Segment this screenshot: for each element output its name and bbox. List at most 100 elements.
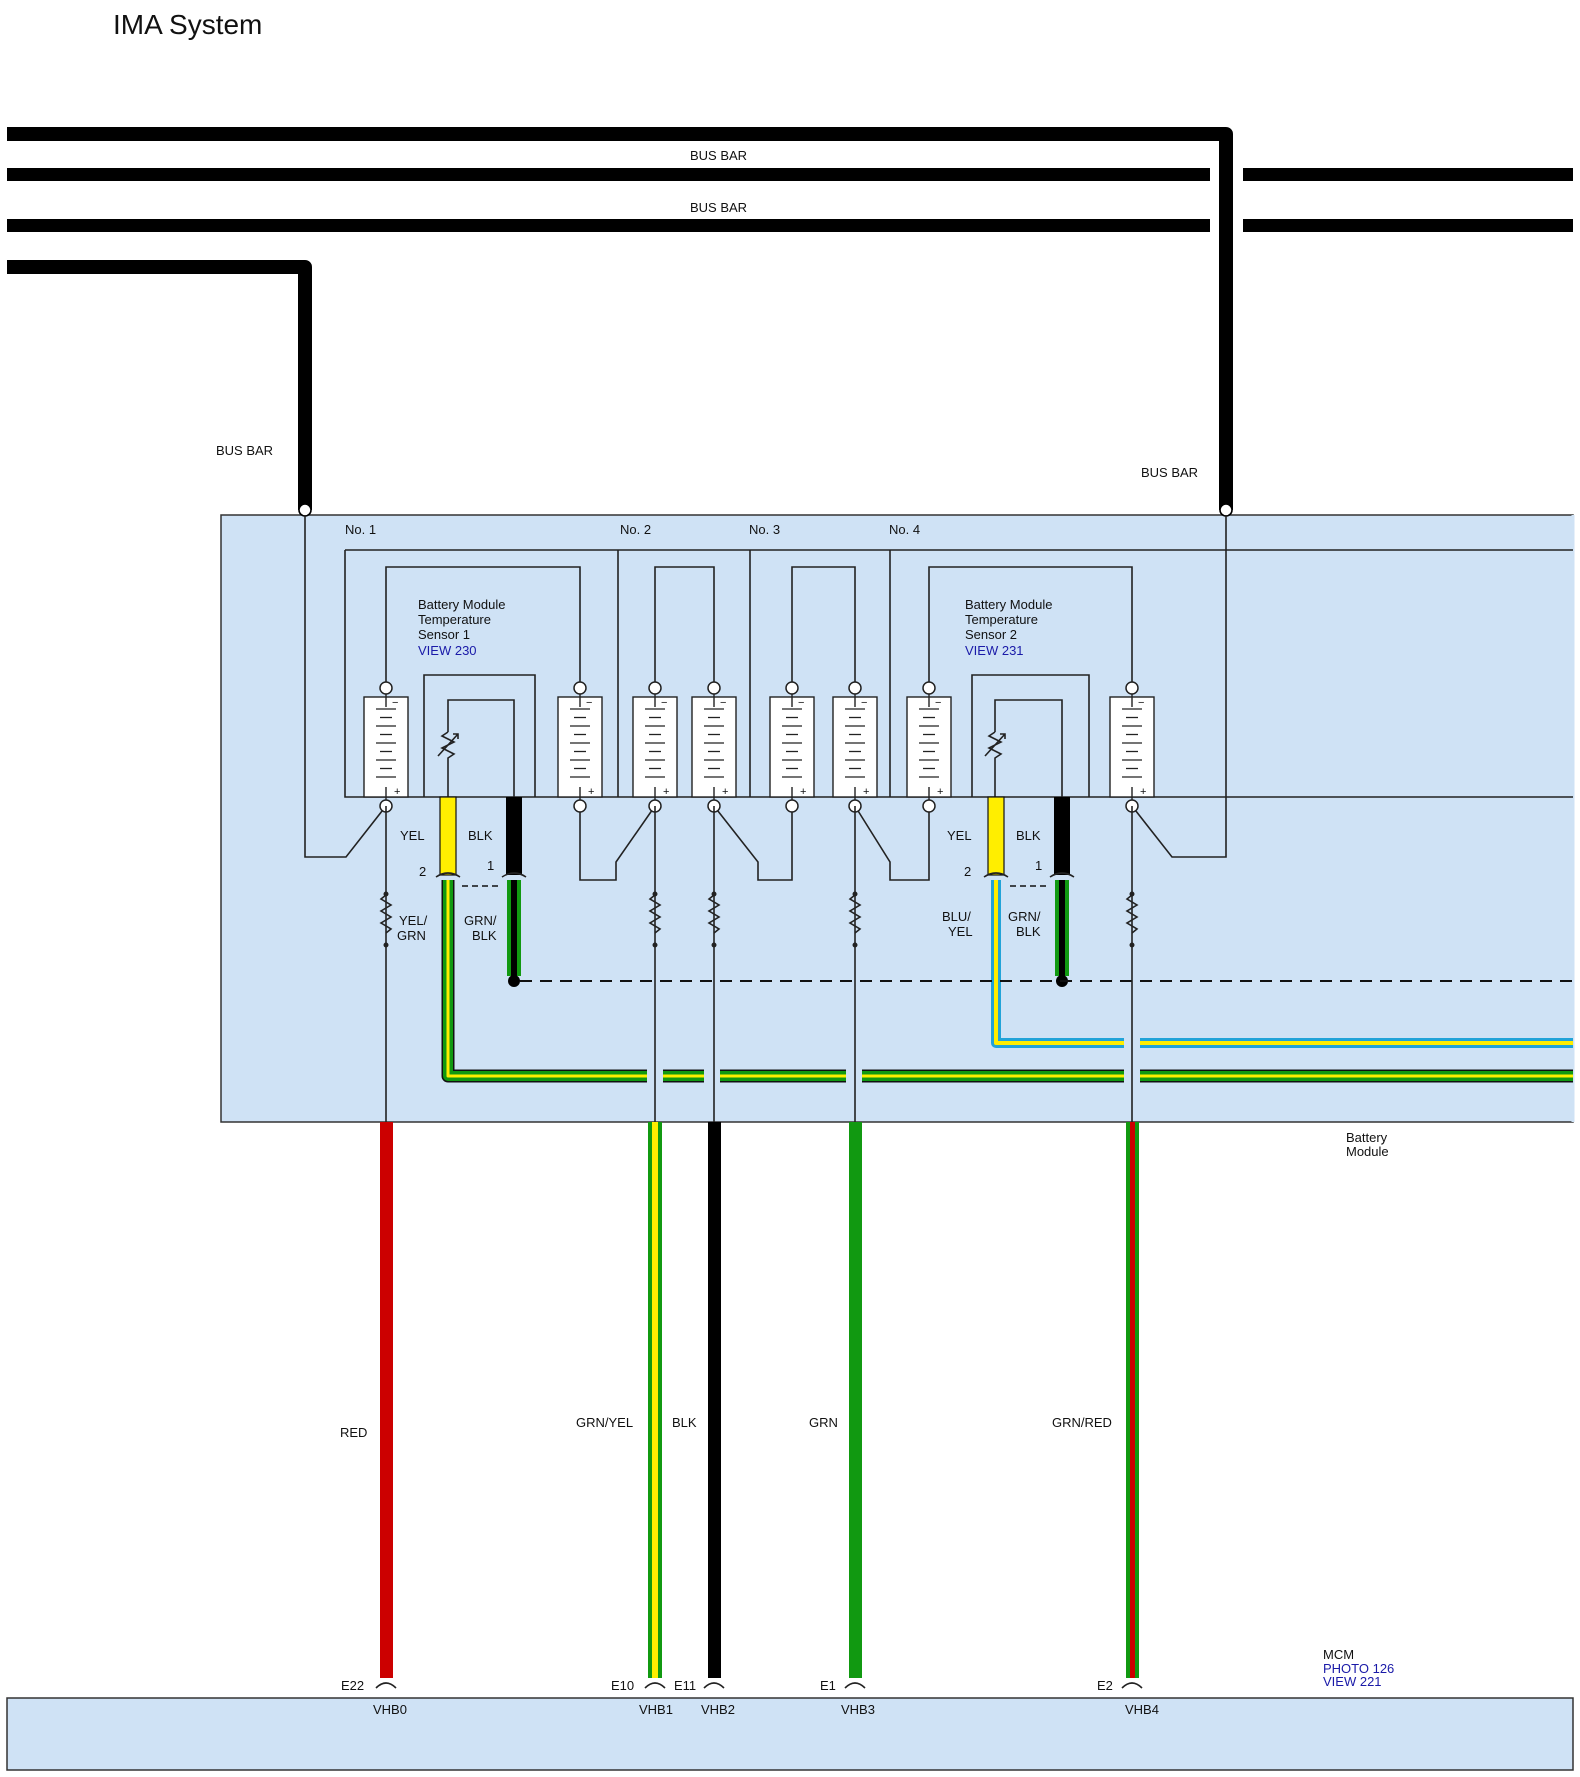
cell-group-label: No. 1: [345, 522, 376, 537]
connector-mark: [983, 872, 1075, 878]
svg-text:−: −: [720, 697, 726, 709]
wire-color-label: GRN/RED: [1052, 1415, 1112, 1430]
terminal-id: E2: [1097, 1678, 1113, 1693]
sensor-1-thermistor-lead: [447, 699, 515, 797]
battery-cell: −+: [769, 681, 815, 813]
mcm-pin-label: VHB4: [1125, 1702, 1159, 1717]
mcm-pin-label: VHB3: [841, 1702, 875, 1717]
svg-text:Battery Module: Battery Module: [418, 597, 505, 612]
wire-color-label: GRN/YEL: [576, 1415, 633, 1430]
terminal-connector-marks: [375, 1682, 1143, 1689]
mcm-pin-label: VHB2: [701, 1702, 735, 1717]
mcm-view-link[interactable]: VIEW 221: [1323, 1674, 1382, 1689]
battery-module-label: Module: [1346, 1144, 1389, 1159]
mcm-pin-label: VHB0: [373, 1702, 407, 1717]
svg-text:1: 1: [1035, 858, 1042, 873]
svg-text:2: 2: [964, 864, 971, 879]
battery-cell: −+: [691, 681, 737, 813]
svg-text:GRN/: GRN/: [1008, 909, 1041, 924]
sensor-1-wire-labels: YEL BLK 2 1 YEL/ GRN GRN/ BLK: [397, 828, 497, 943]
cell-group-label: No. 3: [749, 522, 780, 537]
battery-cells: −+−+−+−+−+−+−+−+: [363, 681, 1155, 813]
mcm-pin-label: VHB1: [639, 1702, 673, 1717]
svg-text:−: −: [798, 697, 804, 709]
sensor-2-thermistor-lead: [994, 699, 1063, 797]
svg-text:YEL: YEL: [948, 924, 973, 939]
svg-text:+: +: [800, 786, 806, 798]
svg-text:YEL: YEL: [947, 828, 972, 843]
view-link[interactable]: VIEW 231: [965, 643, 1024, 658]
cell-link: [713, 805, 793, 881]
cell-link: [791, 566, 856, 686]
cell-link: [854, 805, 930, 881]
bus-bar-3-right: [1243, 219, 1573, 232]
bus-bar-bottom: [7, 260, 312, 510]
terminal-id: E22: [341, 1678, 364, 1693]
battery-module-label: Battery: [1346, 1130, 1388, 1145]
bus-bar-3-left: [7, 219, 1210, 232]
cell-group-label: No. 2: [620, 522, 651, 537]
wire-color-label: RED: [340, 1425, 367, 1440]
terminal-id: E11: [674, 1678, 696, 1693]
mcm-panel: [6, 1697, 1574, 1771]
cell-link: [304, 515, 387, 858]
svg-text:GRN: GRN: [397, 928, 426, 943]
mcm-photo-link[interactable]: PHOTO 126: [1323, 1661, 1394, 1676]
svg-text:−: −: [861, 697, 867, 709]
svg-text:BLK: BLK: [468, 828, 493, 843]
svg-text:+: +: [937, 786, 943, 798]
wire-blk: [1054, 797, 1070, 875]
terminal-circle: [298, 503, 312, 517]
battery-cell: −+: [906, 681, 952, 813]
bus-bar-top: [7, 127, 1233, 510]
bus-bar-2-right: [1243, 168, 1573, 181]
svg-text:Battery Module: Battery Module: [965, 597, 1052, 612]
cell-link: [579, 805, 656, 881]
cell-link: [1131, 515, 1227, 858]
battery-cell: −+: [1109, 681, 1155, 813]
terminal-id: E10: [611, 1678, 634, 1693]
wire-color-label: BLK: [672, 1415, 697, 1430]
wire-grn-red: [1126, 1122, 1139, 1678]
sensor-2-label: Battery Module Temperature Sensor 2 VIEW…: [965, 597, 1052, 658]
view-link[interactable]: VIEW 230: [418, 643, 477, 658]
wire-yel: [987, 796, 1005, 876]
svg-text:2: 2: [419, 864, 426, 879]
fuse-leads: [379, 806, 1139, 1122]
svg-text:−: −: [392, 697, 398, 709]
cell-link: [385, 566, 581, 686]
svg-text:−: −: [1138, 697, 1144, 709]
sensor-1-box: [423, 674, 536, 797]
battery-cell: −+: [557, 681, 603, 813]
bus-bars: BUS BAR BUS BAR BUS BAR BUS BAR: [7, 127, 1573, 510]
wire-grn-yel: [648, 1122, 662, 1678]
wire-red: [380, 1122, 393, 1678]
svg-text:+: +: [663, 786, 669, 798]
battery-cell: −+: [632, 681, 678, 813]
svg-text:+: +: [722, 786, 728, 798]
svg-text:BLK: BLK: [1016, 828, 1041, 843]
cell-link: [654, 566, 715, 686]
svg-text:GRN/: GRN/: [464, 913, 497, 928]
terminal-id: E1: [820, 1678, 836, 1693]
bus-bar-label: BUS BAR: [690, 200, 747, 215]
connector-mark: [435, 872, 527, 878]
cell-link: [928, 566, 1133, 686]
wire-grn-blk: [507, 880, 1069, 976]
cell-group-box: [344, 549, 1573, 798]
battery-cell: −+: [363, 681, 409, 813]
splice-dot: [508, 975, 520, 987]
svg-text:Temperature: Temperature: [418, 612, 491, 627]
terminal-circle: [1219, 503, 1233, 517]
svg-text:+: +: [394, 786, 400, 798]
sensor-1-label: Battery Module Temperature Sensor 1 VIEW…: [418, 597, 505, 658]
svg-text:−: −: [935, 697, 941, 709]
svg-text:−: −: [586, 697, 592, 709]
svg-text:YEL/: YEL/: [399, 913, 428, 928]
thermistor-icon: [984, 731, 1006, 797]
wire-blk: [506, 797, 522, 875]
thermistor-icon: [437, 731, 459, 797]
svg-text:Sensor 2: Sensor 2: [965, 627, 1017, 642]
svg-text:Sensor 1: Sensor 1: [418, 627, 470, 642]
